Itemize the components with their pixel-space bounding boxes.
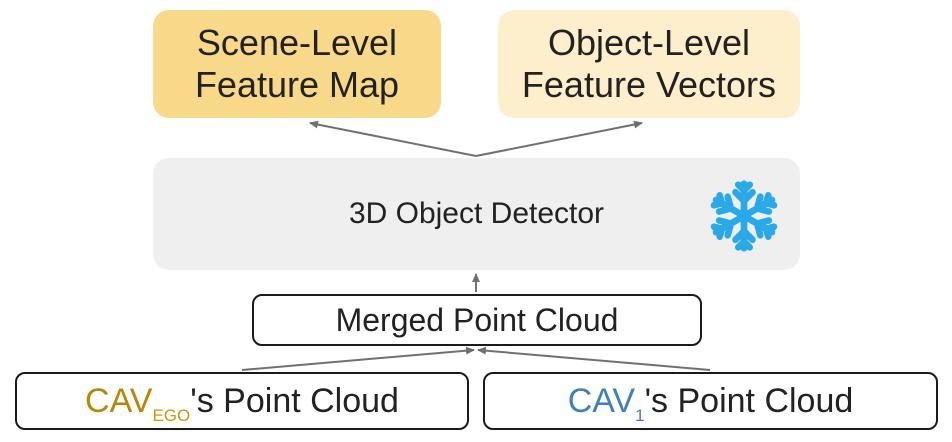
scene-level-feature-map-box: Scene-Level Feature Map [153,10,441,118]
cav-1-label: CAV1's Point Cloud [567,381,854,424]
arrow-detector-to-scene [309,120,477,157]
scene-label-line1: Scene-Level [196,22,398,63]
cav-ego-subscript: EGO [152,405,191,425]
cav-1-prefix: CAV [567,381,636,420]
merged-point-cloud-box: Merged Point Cloud [252,294,702,346]
arrow-one-to-merged [477,346,711,371]
merged-label: Merged Point Cloud [335,301,619,338]
object-level-feature-vectors-box: Object-Level Feature Vectors [498,10,800,118]
cav-1-point-cloud-box: CAV1's Point Cloud [483,372,938,430]
arrow-ego-to-merged [241,346,475,371]
cav-1-suffix: 's Point Cloud [644,381,854,420]
arrow-detector-to-object [475,120,643,157]
cav-1-subscript: 1 [635,405,645,425]
cav-ego-label: CAVEGO's Point Cloud [85,381,399,424]
scene-label-line2: Feature Map [194,64,400,105]
object-label-line2: Feature Vectors [521,64,777,105]
detector-label: 3D Object Detector [348,197,605,230]
snowflake-icon [706,180,782,254]
cav-ego-prefix: CAV [85,381,153,420]
object-label-line1: Object-Level [547,22,751,63]
cav-ego-suffix: 's Point Cloud [190,381,399,420]
cav-ego-point-cloud-box: CAVEGO's Point Cloud [15,372,469,430]
3d-object-detector-box: 3D Object Detector [153,158,800,270]
